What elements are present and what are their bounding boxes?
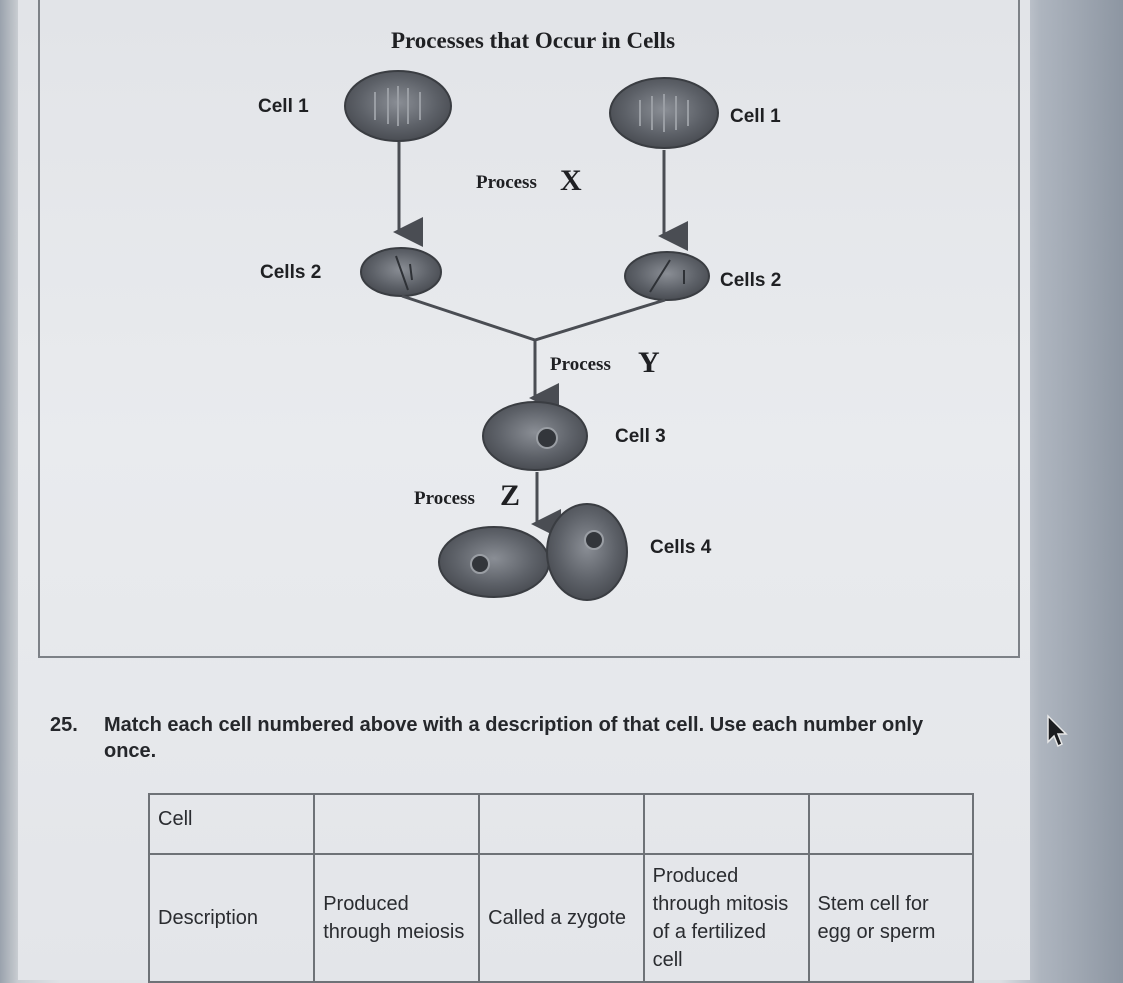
cell1-left-label: Cell 1 xyxy=(258,96,309,117)
process-z-word: Process xyxy=(414,488,475,509)
table-row-description: Description Produced through meiosis Cal… xyxy=(147,853,975,983)
cell3-label: Cell 3 xyxy=(615,426,666,447)
process-y-letter: Y xyxy=(638,346,660,379)
description-3: Produced through mitosis of a fertilized… xyxy=(642,853,810,983)
mouse-cursor-icon xyxy=(1047,714,1068,748)
cell3 xyxy=(482,401,588,471)
cells2-right-label: Cells 2 xyxy=(720,270,781,291)
row-header-cell: Cell xyxy=(147,793,316,855)
question-number: 25. xyxy=(50,714,78,736)
cells2-left-label: Cells 2 xyxy=(260,262,321,283)
cells2-right xyxy=(624,251,710,301)
cell-process-diagram: Processes that Occur in Cells Cell 1 Cel… xyxy=(258,28,781,601)
process-x-word: Process xyxy=(476,172,537,193)
description-1: Produced through meiosis xyxy=(313,853,481,983)
cell-answer-4[interactable] xyxy=(807,793,975,855)
matching-table: Cell Description Produced through meiosi… xyxy=(147,793,975,983)
cells4-label: Cells 4 xyxy=(650,537,712,558)
cell-answer-2[interactable] xyxy=(478,793,645,855)
figure-title: Processes that Occur in Cells xyxy=(391,28,675,53)
cell-answer-3[interactable] xyxy=(642,793,810,855)
cell1-right-label: Cell 1 xyxy=(730,106,781,127)
description-4: Stem cell for egg or sperm xyxy=(807,853,975,983)
cells4 xyxy=(438,503,628,601)
cell1-left xyxy=(344,70,452,142)
row-header-description: Description xyxy=(147,853,316,983)
cell1-right xyxy=(609,77,719,149)
figure-frame xyxy=(38,0,1020,658)
process-y-word: Process xyxy=(550,354,611,375)
cell-answer-1[interactable] xyxy=(313,793,481,855)
question-text: Match each cell numbered above with a de… xyxy=(104,714,924,762)
process-x-letter: X xyxy=(560,164,582,197)
table-row-cell: Cell xyxy=(147,793,975,855)
process-z-letter: Z xyxy=(500,479,520,512)
description-2: Called a zygote xyxy=(478,853,645,983)
merge-lines xyxy=(401,294,666,342)
cells2-left xyxy=(360,247,442,297)
